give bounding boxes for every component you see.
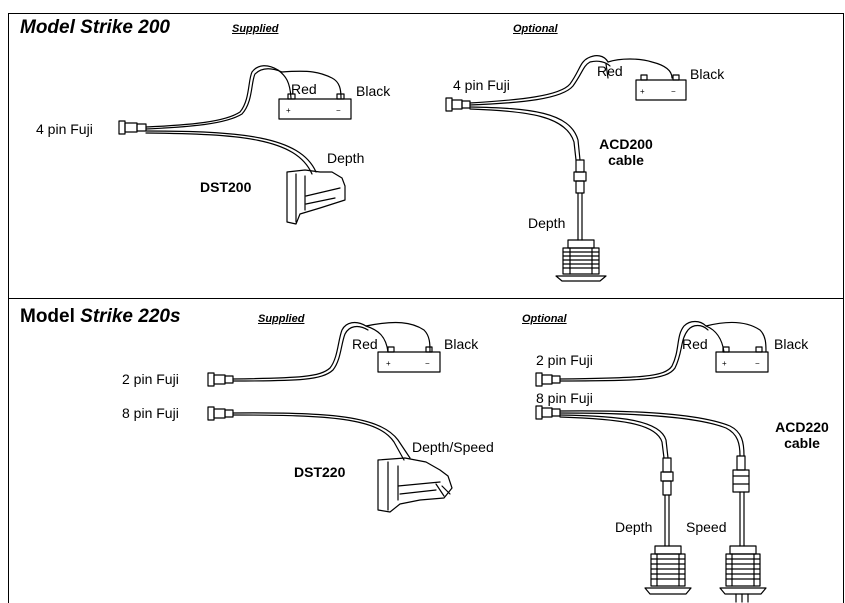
top-optional-cables [470,56,672,160]
bottom-supplied-red-label: Red [352,336,378,352]
battery-plus-label: + [286,106,291,115]
top-supplied-battery: + − [279,94,351,119]
battery-plus-label: + [386,359,391,368]
top-optional-battery: + − [636,75,686,100]
bottom-model-title: Model Strike 220s [20,306,181,328]
top-optional-cable-label: ACD200 cable [596,136,656,168]
bottom-optional-speed-inline-connector [733,456,749,546]
top-supplied-fuji-label: 4 pin Fuji [36,121,93,137]
bottom-optional-heading: Optional [522,313,567,325]
bottom-supplied-heading: Supplied [258,313,305,325]
bottom-optional-fuji2-label: 2 pin Fuji [536,352,593,368]
battery-minus-label: − [425,359,430,368]
bottom-optional-depth-inline-connector [661,458,673,546]
bottom-optional-cables [560,322,766,459]
top-supplied-red-label: Red [291,81,317,97]
top-model-title: Model Strike 200 [20,17,170,39]
bottom-optional-speed-transducer [720,546,766,602]
top-optional-heading: Optional [513,23,558,35]
bottom-supplied-cables [233,323,430,460]
top-optional-red-label: Red [597,63,623,79]
battery-minus-label: − [336,106,341,115]
bottom-optional-fuji2-connector [536,373,560,386]
bottom-supplied-black-label: Black [444,336,479,352]
bottom-optional-cable-line2: cable [784,435,820,451]
top-supplied-heading: Supplied [232,23,279,35]
bottom-supplied-battery: + − [378,347,440,372]
top-supplied-fuji-connector [119,121,146,134]
bottom-optional-fuji8-connector [536,406,560,419]
bottom-optional-fuji8-label: 8 pin Fuji [536,390,593,406]
top-optional-fuji-connector [446,98,470,111]
top-optional-cable-line2: cable [608,152,644,168]
bottom-optional-depth-label: Depth [615,519,653,535]
bottom-supplied-depth-speed-label: Depth/Speed [412,439,494,455]
bottom-optional-cable-line1: ACD220 [775,419,829,435]
bottom-supplied-fuji2-label: 2 pin Fuji [122,371,179,387]
battery-plus-label: + [722,359,727,368]
bottom-supplied-transducer-label: DST220 [294,464,346,480]
bottom-optional-cable-label: ACD220 cable [766,419,838,451]
bottom-supplied-fuji8-connector [208,407,233,420]
bottom-optional-battery: + − [716,347,768,372]
bottom-optional-depth-transducer [645,546,691,594]
bottom-model-title-italic: Strike 220s [80,306,181,327]
top-optional-depth-label: Depth [528,215,566,231]
bottom-optional-red-label: Red [682,336,708,352]
top-supplied-transducer-label: DST200 [200,179,252,195]
top-supplied-transducer [287,170,345,224]
bottom-supplied-fuji2-connector [208,373,233,386]
top-optional-black-label: Black [690,66,725,82]
bottom-supplied-transducer [378,458,452,512]
top-optional-inline-connector [574,160,586,240]
bottom-optional-black-label: Black [774,336,809,352]
battery-minus-label: − [671,87,676,96]
top-optional-cable-line1: ACD200 [599,136,653,152]
top-supplied-black-label: Black [356,83,391,99]
battery-minus-label: − [755,359,760,368]
bottom-model-title-text: Model [20,306,81,327]
top-supplied-depth-label: Depth [327,150,365,166]
top-optional-thru-hull-transducer [556,240,606,281]
top-optional-fuji-label: 4 pin Fuji [453,77,510,93]
panel-strike-200 [8,13,844,299]
bottom-optional-speed-label: Speed [686,519,727,535]
battery-plus-label: + [640,87,645,96]
top-model-title-text: Model Strike 200 [20,17,170,38]
bottom-supplied-fuji8-label: 8 pin Fuji [122,405,179,421]
